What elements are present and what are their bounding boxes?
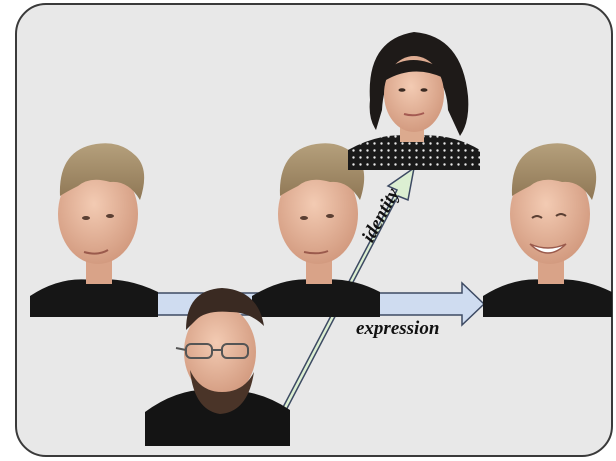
portrait-identity-reference [348,32,480,170]
portrait-source [30,143,158,317]
expression-label: expression [356,318,440,339]
portrait-result [483,143,612,317]
portrait-expression-reference [145,288,290,446]
portrait-intermediate [252,143,380,317]
